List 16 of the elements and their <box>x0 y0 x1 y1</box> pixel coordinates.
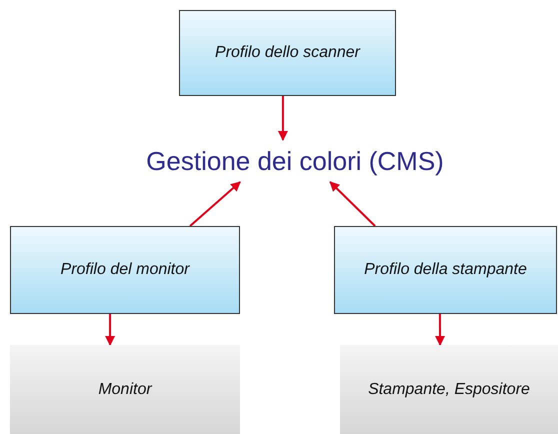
node-text: Gestione dei colori (CMS) <box>146 144 444 178</box>
arrow <box>278 96 288 141</box>
profile-box <box>179 10 396 96</box>
arrow <box>105 314 116 346</box>
node-text: Profilo della stampante <box>364 260 527 280</box>
profile-box <box>10 226 240 314</box>
node-text: Monitor <box>98 380 152 400</box>
arrow <box>435 314 446 346</box>
node-text: Profilo del monitor <box>60 260 190 280</box>
node-text: Profilo dello scanner <box>215 43 360 63</box>
profile-box <box>334 226 557 314</box>
device-box <box>10 345 240 434</box>
arrow <box>189 181 241 227</box>
node-text: Stampante, Espositore <box>368 380 530 400</box>
arrow <box>329 181 376 227</box>
device-box <box>340 345 558 434</box>
